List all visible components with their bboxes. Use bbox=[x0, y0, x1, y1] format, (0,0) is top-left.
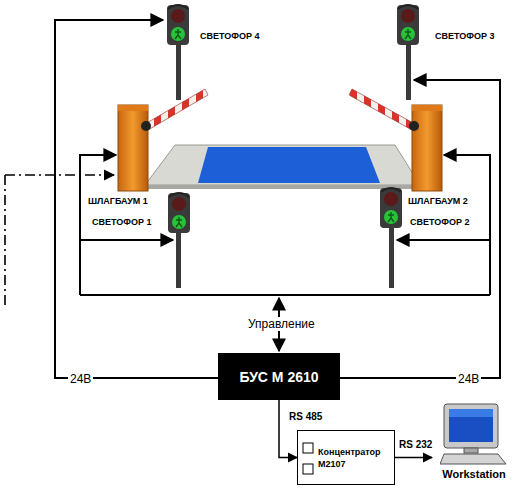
link-label: RS 232 bbox=[399, 439, 432, 450]
voltage-label: 24В bbox=[68, 372, 93, 386]
computer-icon bbox=[440, 402, 508, 466]
bus-label: Управление bbox=[246, 317, 317, 331]
concentrator-box: Концентратор М2107 bbox=[297, 430, 395, 485]
control-unit: БУС М 2610 bbox=[218, 353, 340, 400]
barrier-label: ШЛАГБАУМ 1 bbox=[88, 196, 148, 207]
node-label: БУС М 2610 bbox=[239, 369, 318, 385]
traffic-light-label: СВЕТОФОР 4 bbox=[200, 31, 259, 42]
traffic-light-label: СВЕТОФОР 1 bbox=[92, 217, 151, 228]
port-symbols bbox=[298, 431, 318, 486]
voltage-label: 24В bbox=[456, 372, 481, 386]
node-label: Workstation bbox=[432, 468, 516, 480]
data-link bbox=[279, 400, 297, 458]
traffic-light-label: СВЕТОФОР 3 bbox=[435, 31, 494, 42]
data-link bbox=[395, 457, 432, 459]
workstation-computer: Workstation bbox=[432, 400, 516, 484]
node-label: Концентратор М2107 bbox=[318, 446, 390, 470]
link-label: RS 485 bbox=[289, 411, 322, 422]
barrier-label: ШЛАГБАУМ 2 bbox=[408, 196, 468, 207]
traffic-light-label: СВЕТОФОР 2 bbox=[410, 217, 469, 228]
